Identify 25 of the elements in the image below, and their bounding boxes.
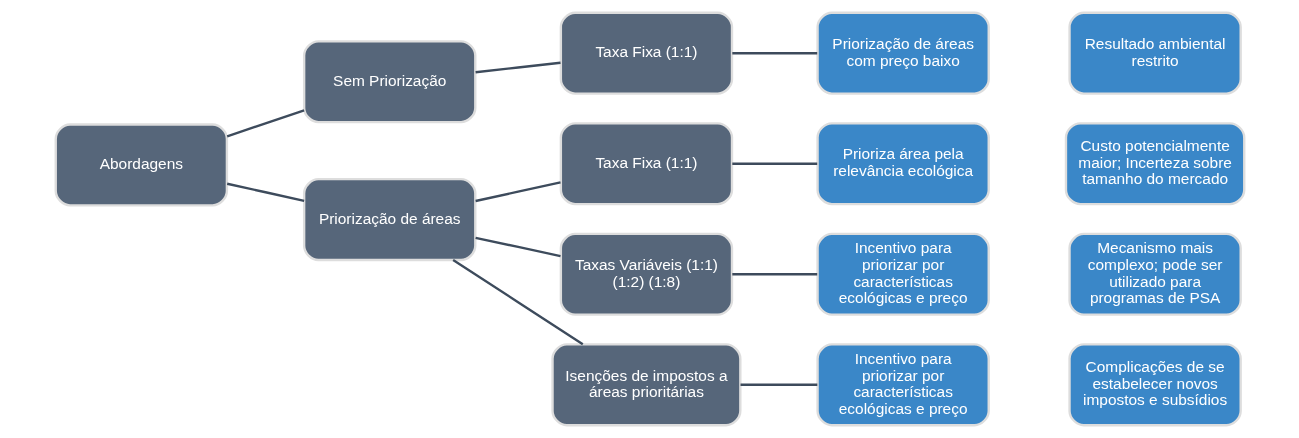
node-box: Custo potencialmente maior; Incerteza sobre tamanho do mercado: [1064, 122, 1245, 206]
connector: [474, 181, 561, 203]
node-box: Priorização de áreas com preço baixo: [815, 11, 990, 95]
connector: [226, 109, 304, 138]
node-box: Prioriza área pela relevância ecológica: [815, 122, 990, 206]
node-box: Taxa Fixa (1:1): [559, 122, 733, 206]
node-box: Isenções de impostos a áreas prioritárias: [550, 343, 742, 427]
node-box: Sem Priorização: [302, 40, 476, 124]
connector: [452, 259, 583, 346]
node-box: Abordagens: [54, 123, 228, 207]
node-box: Taxa Fixa (1:1): [559, 11, 733, 95]
node-box: Taxas Variáveis (1:1) (1:2) (1:8): [559, 232, 733, 316]
connector: [731, 162, 817, 165]
node-box: Incentivo para priorizar por características ecológicas e preço: [815, 232, 990, 316]
connector: [731, 273, 817, 276]
node-box: Complicações de se estabelecer novos impostos e subsídios: [1067, 343, 1242, 427]
connector: [731, 52, 817, 55]
connector: [226, 182, 304, 202]
node-box: Resultado ambiental restrito: [1067, 11, 1242, 95]
node-box: Incentivo para priorizar por características ecológicas e preço: [815, 343, 990, 427]
connector: [474, 61, 561, 74]
node-box: Mecanismo mais complexo; pode ser utilizado para programas de PSA: [1067, 232, 1242, 316]
node-box: Priorização de áreas: [302, 178, 476, 262]
connector: [474, 236, 561, 258]
connector: [740, 383, 817, 386]
